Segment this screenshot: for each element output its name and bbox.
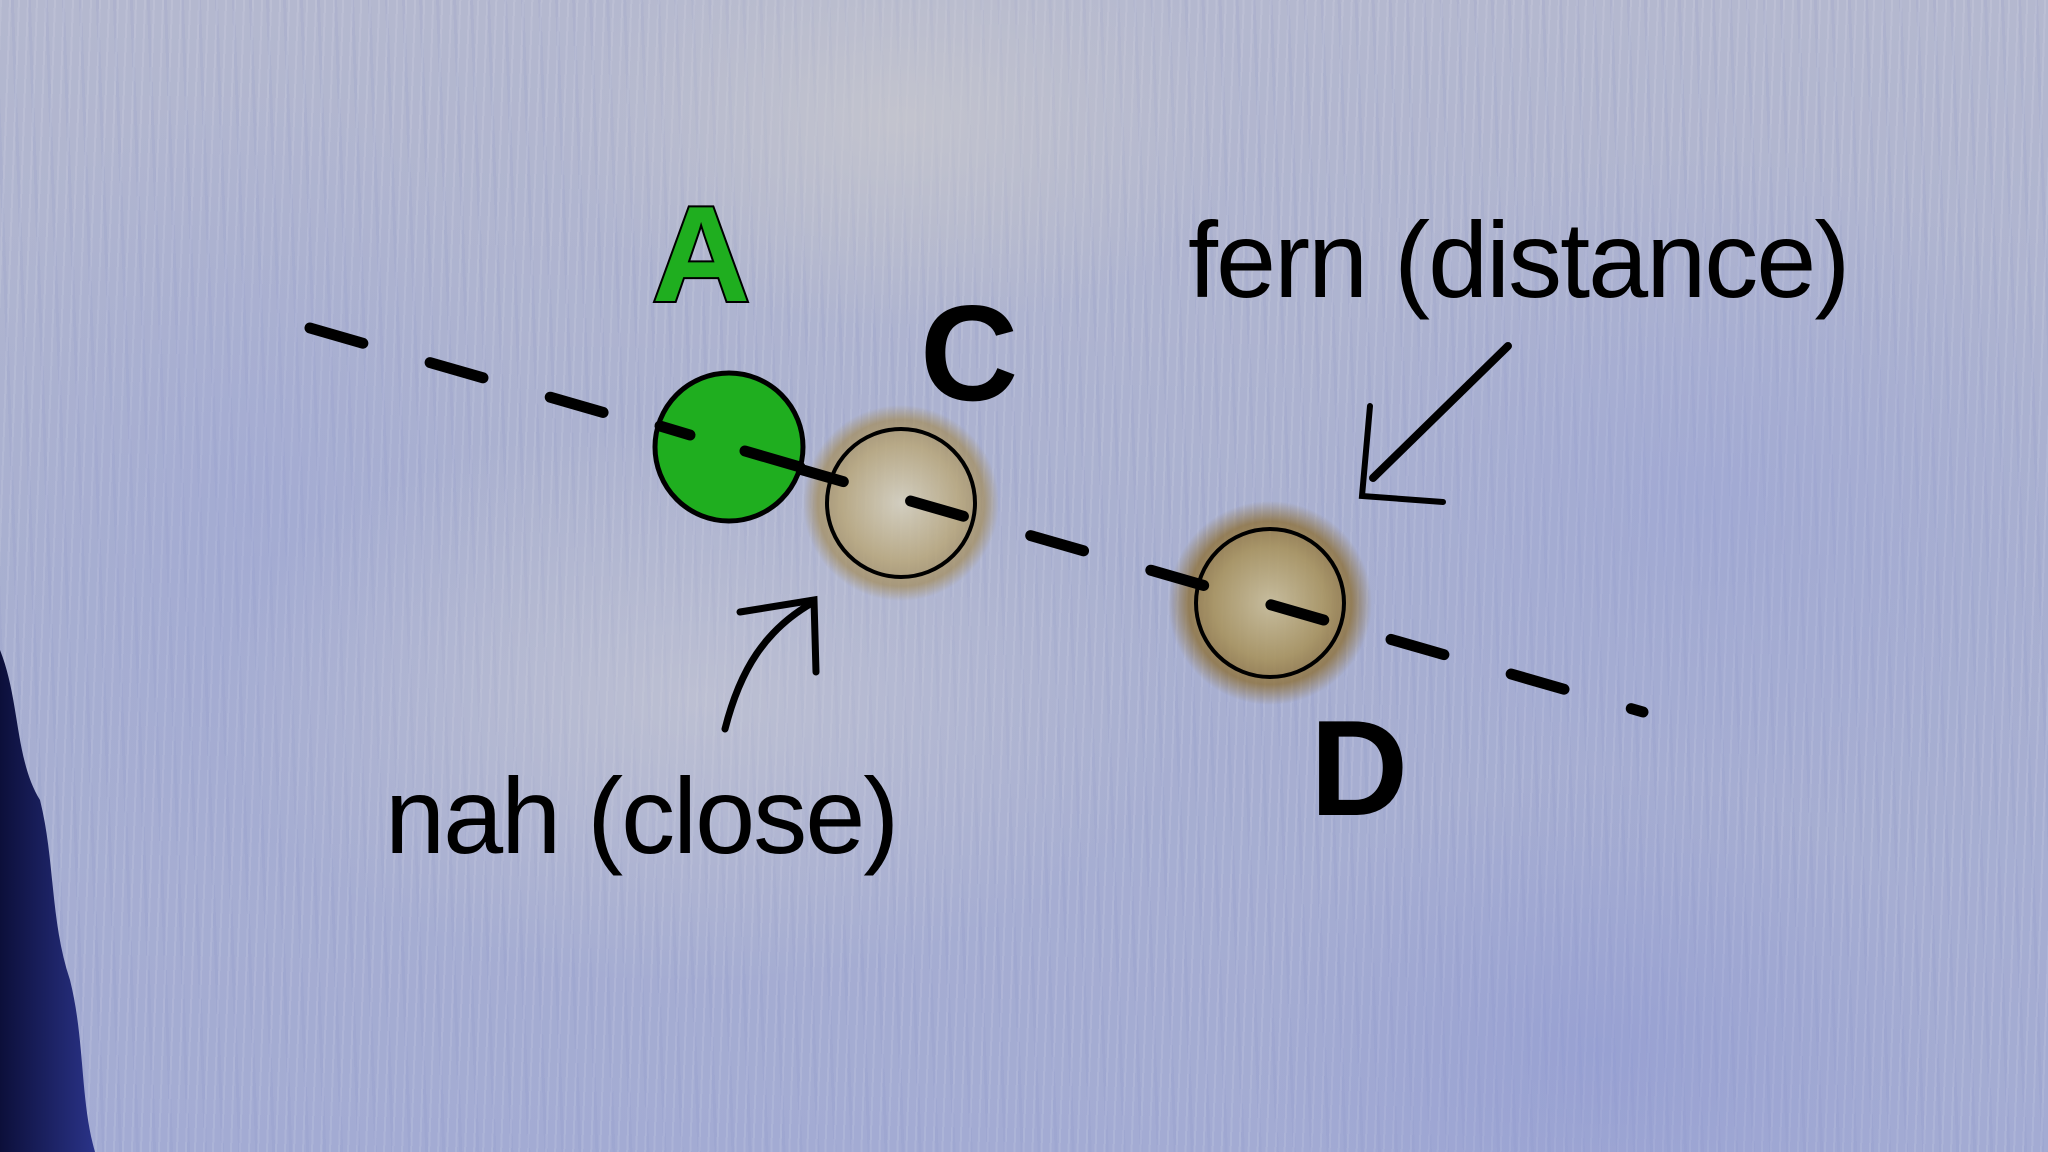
distance-arrow-icon [1369,342,1512,482]
marker-d-circle [1194,527,1346,679]
distance-arrow-head-icon [1358,403,1446,505]
label-d: D [1310,692,1409,844]
label-a: A [650,178,752,330]
dark-edge-region [0,650,95,1152]
dashed-line-segment [739,445,806,473]
marker-a-circle [652,370,806,524]
label-c: C [920,277,1019,429]
label-fern-distance: fern (distance) [1188,199,1850,320]
label-nah-close: nah (close) [385,755,899,876]
close-arrow-icon [721,599,816,733]
dashed-line-segment [654,420,696,441]
dashed-line [304,322,1649,718]
marker-c-circle [825,427,977,579]
close-arrow-head-icon [736,595,820,676]
stain-halo-c [803,405,999,601]
